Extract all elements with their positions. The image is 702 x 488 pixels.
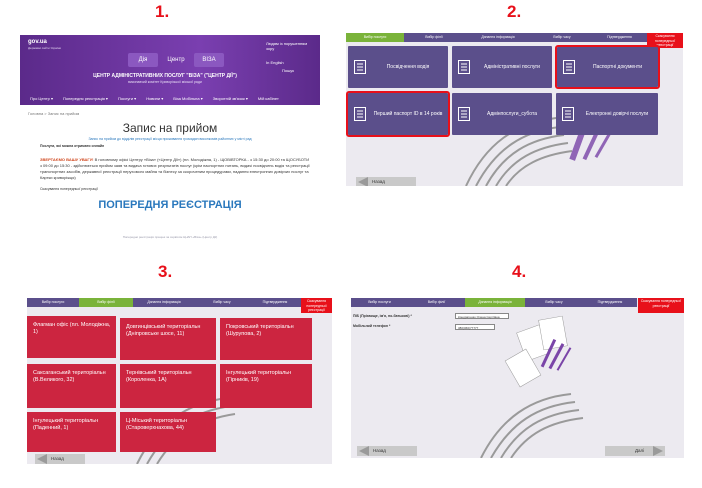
tab-confirm[interactable]: Підтвердження <box>592 33 647 42</box>
center-subtitle: виконавчий комітет Криворізької міської … <box>128 80 202 84</box>
branch-tile[interactable]: Інгулецький територіальн (Паденний, 1) <box>27 412 116 452</box>
warning-body: В головному офісі Центру «Віза» («Центр … <box>40 157 310 180</box>
service-button-passport[interactable]: Паспортні документи <box>555 45 660 89</box>
tab-branch[interactable]: Вибір філії <box>404 33 464 42</box>
document-icon <box>354 107 366 121</box>
screen-website: gov.ua Державні сайти України Дія Центр … <box>20 35 320 245</box>
branch-tile[interactable]: Тернівський територіальн (Короленка, 1А) <box>120 364 216 408</box>
phone-input[interactable]: 380(066)77777 <box>455 324 495 330</box>
phone-label: Мобільний телефон * <box>353 324 391 328</box>
nav-cabinet[interactable]: Мій кабінет <box>257 96 279 101</box>
step-number-3: 3. <box>158 262 173 281</box>
service-button-first-id[interactable]: Перший паспорт ID в 14 років <box>346 91 450 137</box>
wizard-tabs: Вибір послуги Вибір філії Дзнання інформ… <box>346 33 647 42</box>
cancel-registration-link[interactable]: Скасування попередньої реєстрації <box>40 187 98 191</box>
tab-time[interactable]: Вибір часу <box>532 33 592 42</box>
site-header: gov.ua Державні сайти України Дія Центр … <box>20 35 320 105</box>
tab-confirm[interactable]: Підтвердження <box>583 298 637 307</box>
nav-news[interactable]: Новини ▾ <box>146 96 164 101</box>
back-button[interactable]: Назад <box>35 454 85 464</box>
wizard-tabs: Вибір послуги Вибір філії Дзнання інформ… <box>351 298 637 307</box>
document-icon <box>562 107 574 121</box>
service-label: Паспортні документи <box>592 64 643 70</box>
nav-registration[interactable]: Попередня реєстрація ▾ <box>63 96 108 101</box>
branch-tile[interactable]: Довгинцівський територіальн (Дніпровське… <box>120 318 216 360</box>
branch-tile[interactable]: Саксаганський територіальн (В.Великого, … <box>27 364 116 408</box>
cancel-registration-button[interactable]: Скасування попередньої реєстрації <box>638 298 684 313</box>
brand-tab-center: Центр <box>167 57 185 63</box>
page-title: Запис на прийом <box>122 121 218 135</box>
gov-logo[interactable]: gov.ua <box>28 39 47 45</box>
service-button-trust-services[interactable]: Електронні довірчі послуги <box>556 93 658 135</box>
tab-service[interactable]: Вибір послуги <box>346 33 404 42</box>
gov-sub: Державні сайти України <box>28 46 62 50</box>
next-button[interactable]: Далі <box>605 446 665 456</box>
full-name-input[interactable]: Кондратенко Олена Сергіївна <box>455 313 509 319</box>
back-button[interactable]: Назад <box>357 446 417 456</box>
warning-lead: ЗВЕРТАЄМО ВАШУ УВАГУ! <box>40 157 94 162</box>
full-name-label: ПІБ (Прізвище, ім'я, по-батькові) * <box>353 314 412 318</box>
service-label: Адміністративні послуги <box>484 64 540 70</box>
main-nav: Про Центр ▾ Попередня реєстрація ▾ Послу… <box>20 93 320 105</box>
tab-confirm[interactable]: Підтвердження <box>249 298 301 307</box>
screen-service-select: Вибір послуги Вибір філії Дзнання інформ… <box>346 33 683 186</box>
center-title: ЦЕНТР АДМІНІСТРАТИВНИХ ПОСЛУГ "ВІЗА" ("Ц… <box>93 73 237 79</box>
document-icon <box>563 60 575 74</box>
step-number-4: 4. <box>512 262 527 281</box>
screen-branch-select: Вибір послуги Вибір філії Дзнання інформ… <box>27 298 332 464</box>
brand-tab-dia: Дія <box>128 53 158 67</box>
tab-time[interactable]: Вибір часу <box>195 298 249 307</box>
breadcrumb[interactable]: Головна > Запис на прийом <box>28 111 80 116</box>
background-swirl <box>480 315 584 458</box>
preregistration-title[interactable]: ПОПЕРЕДНЯ РЕЄСТРАЦІЯ <box>98 199 242 211</box>
service-button-admin[interactable]: Адміністративні послуги <box>452 46 552 88</box>
nav-feedback[interactable]: Зворотній зв'язок ▾ <box>212 96 248 101</box>
footer-note: Попереднє реєстрація працює за сервісом … <box>122 235 218 239</box>
branch-tile[interactable]: Інгулецький територіальн (Гірників, 19) <box>220 364 312 408</box>
step-number-2: 2. <box>507 2 522 21</box>
tab-info[interactable]: Дзнання інформація <box>133 298 195 307</box>
tab-time[interactable]: Вибір часу <box>525 298 583 307</box>
branch-tile[interactable]: Ц-Міський територіальн (Староверхнахова,… <box>120 412 216 452</box>
branch-tile[interactable]: Флагман офіс (пл. Молодіжна, 1) <box>27 316 116 358</box>
wizard-tabs: Вибір послуги Вибір філії Дзнання інформ… <box>27 298 301 307</box>
tab-info[interactable]: Дзнання інформація <box>464 33 532 42</box>
warning-text: ЗВЕРТАЄМО ВАШУ УВАГУ! В головному офісі … <box>40 157 310 181</box>
online-services-line[interactable]: Послуги, які можна отримати онлайн <box>40 144 105 148</box>
step-number-1: 1. <box>155 2 170 21</box>
search-link[interactable]: Пошук <box>282 68 295 73</box>
document-icon <box>458 107 470 121</box>
tab-service[interactable]: Вибір послуги <box>351 298 408 307</box>
tab-info[interactable]: Дзнання інформація <box>465 298 525 307</box>
nav-services[interactable]: Послуги ▾ <box>117 96 137 101</box>
screen-personal-info: Вибір послуги Вибір філії Дзнання інформ… <box>351 298 684 458</box>
service-label: Перший паспорт ID в 14 років <box>373 111 443 117</box>
service-label: Посвідчення водія <box>386 64 430 70</box>
document-icon <box>354 60 366 74</box>
accessibility-link[interactable]: Людям із порушенням зору <box>266 41 308 51</box>
service-button-admin-saturday[interactable]: Адмінпослуги_субота <box>452 93 552 135</box>
nav-about[interactable]: Про Центр ▾ <box>30 96 54 101</box>
service-label: Адмінпослуги_субота <box>487 111 537 117</box>
tab-branch[interactable]: Вибір філії <box>79 298 133 307</box>
brand-tab-viza: ВІЗА <box>194 53 224 67</box>
queue-link[interactable]: Запис на прийом до відділів реєстрації м… <box>88 137 252 141</box>
document-icon <box>458 60 470 74</box>
service-button-driver-license[interactable]: Посвідчення водія <box>348 46 448 88</box>
english-link[interactable]: In English <box>266 60 284 65</box>
service-label: Електронні довірчі послуги <box>585 111 649 117</box>
tab-service[interactable]: Вибір послуги <box>27 298 79 307</box>
back-button[interactable]: Назад <box>356 177 416 186</box>
tab-branch[interactable]: Вибір філії <box>408 298 465 307</box>
cancel-registration-button[interactable]: Скасування попередньої реєстрації <box>301 298 332 313</box>
branch-tile[interactable]: Покровський територіальн (Шурупова, 2) <box>220 318 312 360</box>
nav-mobile[interactable]: Віза Мобільна ▾ <box>173 96 203 101</box>
cancel-registration-button[interactable]: Скасування попередньої реєстрації <box>647 33 683 48</box>
